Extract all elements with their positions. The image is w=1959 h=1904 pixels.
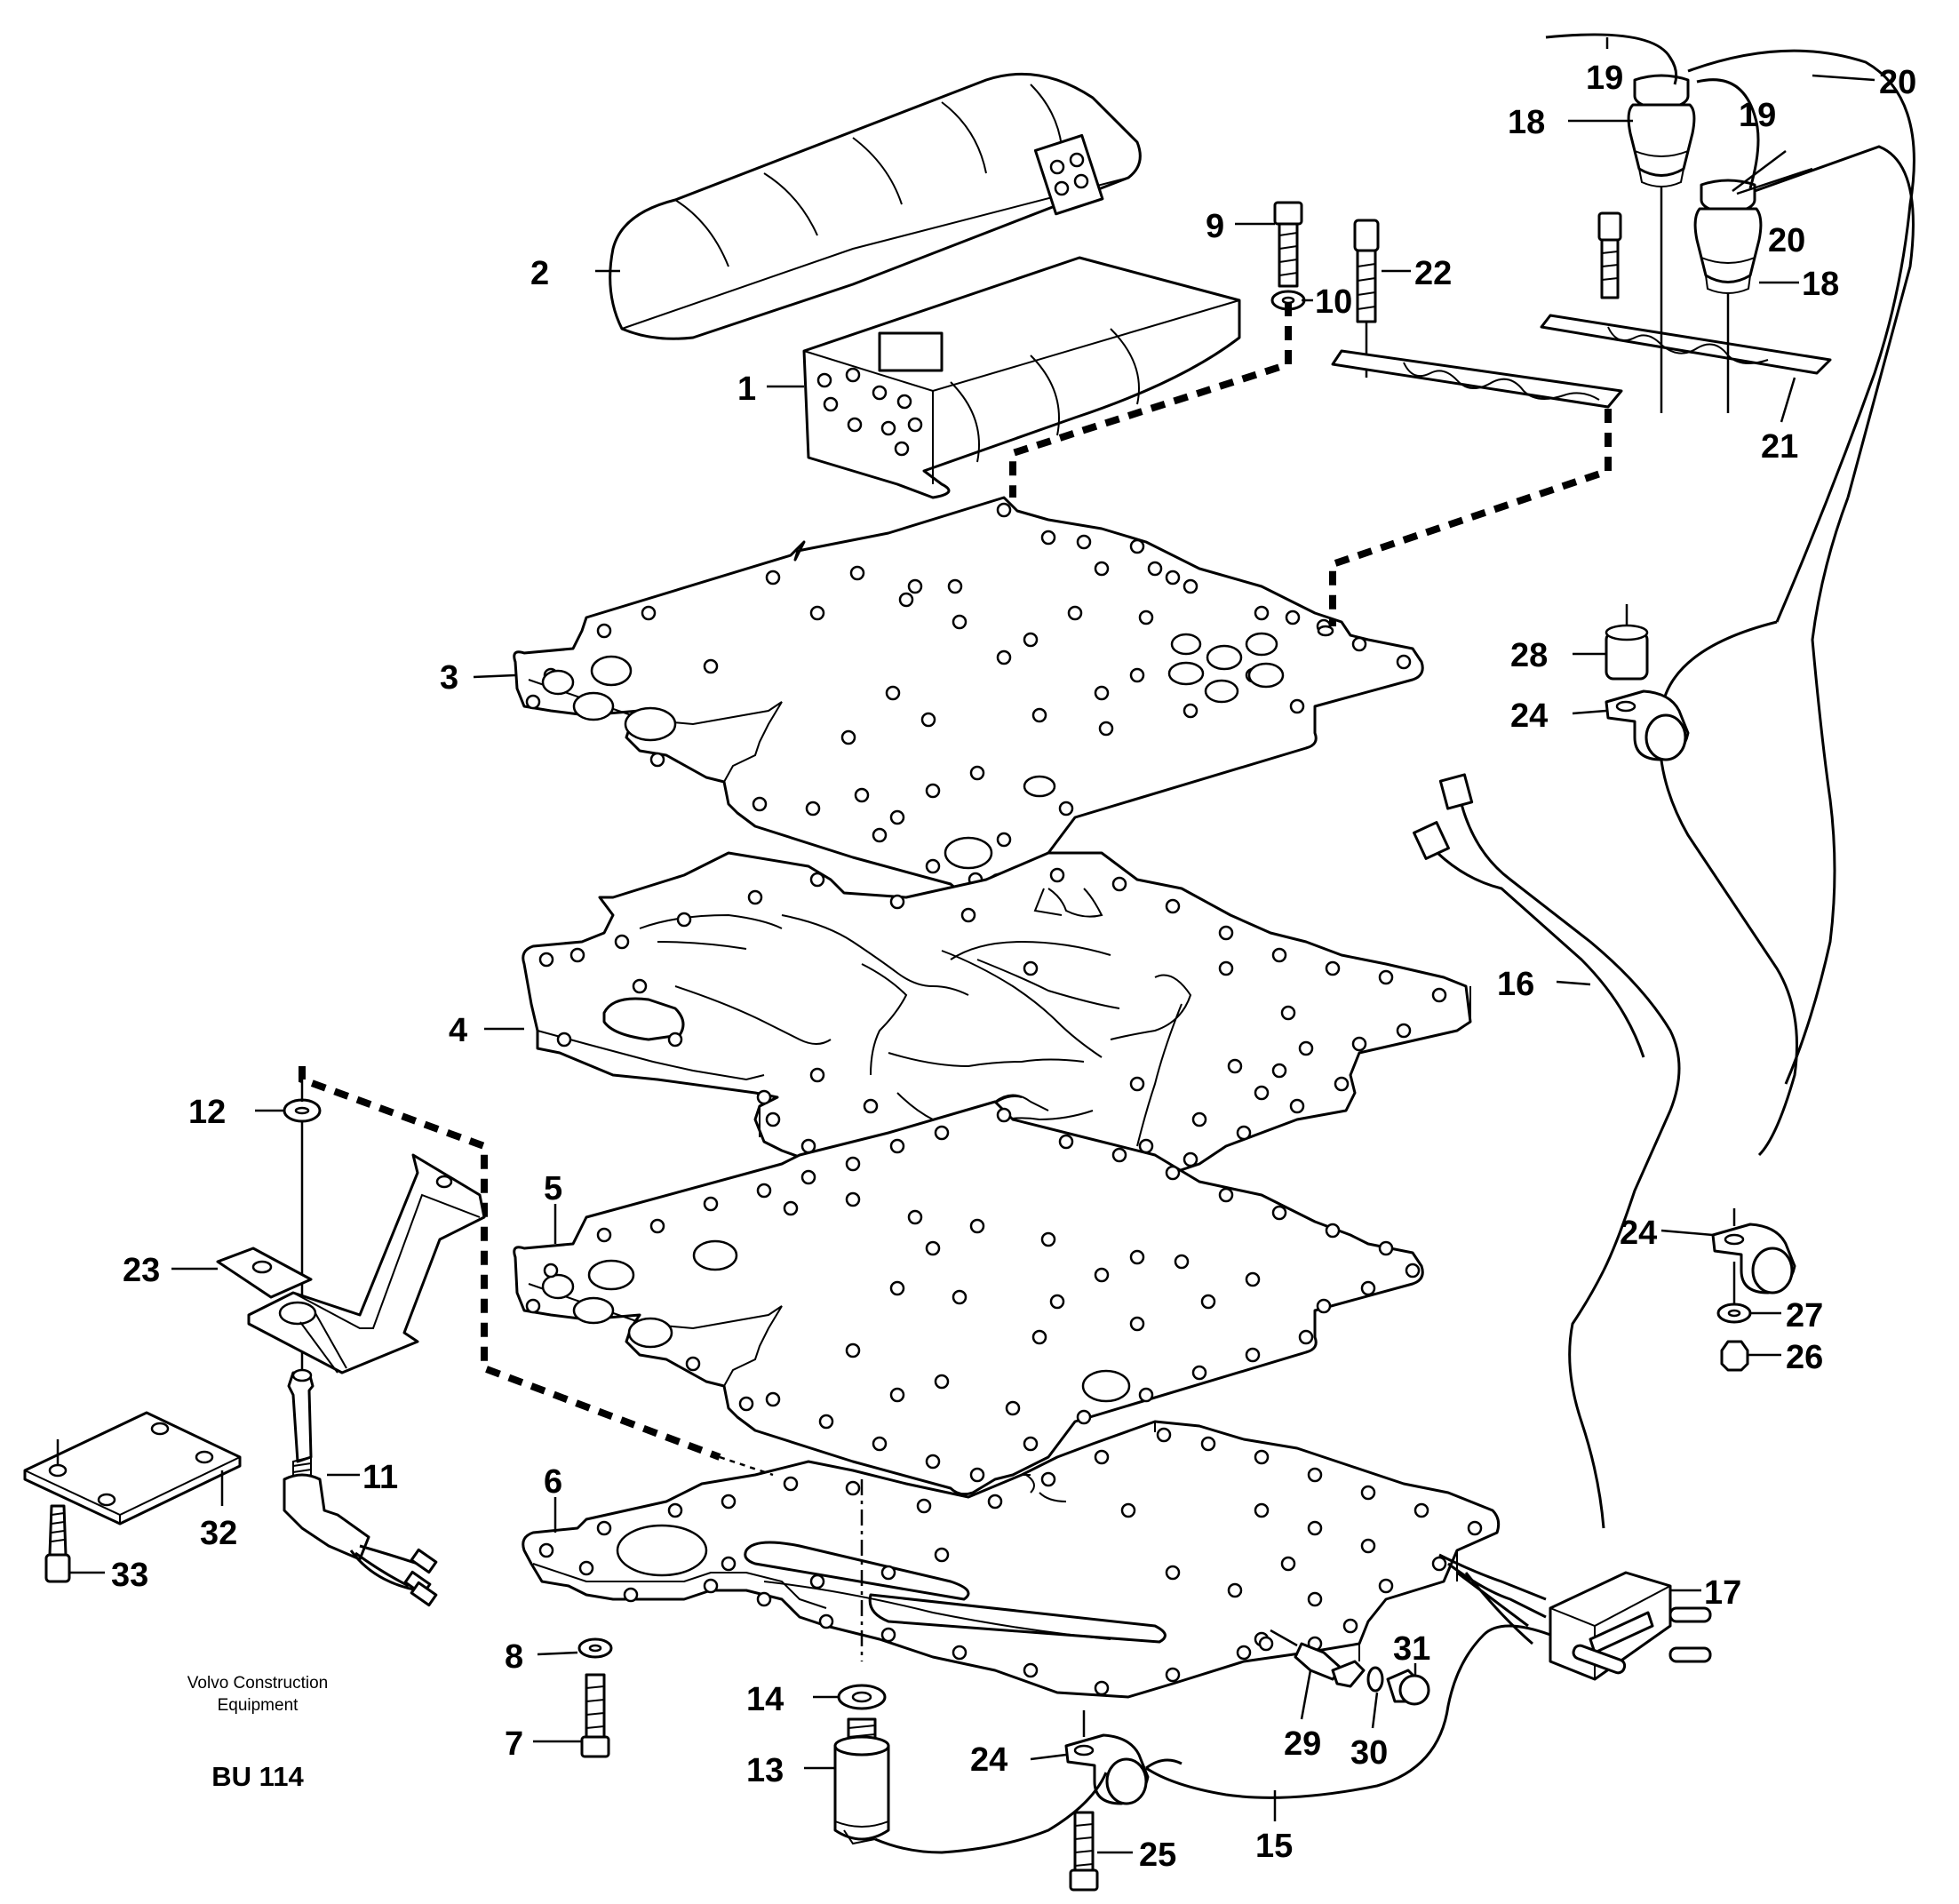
- callout-30: 30: [1350, 1734, 1388, 1772]
- callout-1: 1: [737, 370, 756, 408]
- part-21-gasket: [1540, 211, 1832, 375]
- callout-29: 29: [1284, 1725, 1321, 1763]
- callout-31: 31: [1393, 1630, 1430, 1668]
- part-5-plate: [513, 1100, 1424, 1496]
- callout-12: 12: [188, 1094, 226, 1131]
- callout-20-lower: 20: [1768, 222, 1805, 259]
- leader-lines: [69, 37, 1875, 1854]
- part-11-sensor: [283, 1368, 438, 1607]
- part-18-sensor-upper: [1627, 74, 1696, 413]
- part-2-cover: [609, 72, 1142, 340]
- part-29-connector: [1270, 1629, 1366, 1688]
- callout-24-middle: 24: [1620, 1215, 1657, 1252]
- cable-15: [874, 1758, 1183, 1854]
- callout-21: 21: [1761, 428, 1798, 466]
- part-14-washer: [837, 1684, 887, 1710]
- part-26-nut: [1720, 1340, 1749, 1372]
- credit-line-1: Volvo Construction: [187, 1674, 328, 1693]
- part-24-clamp-upper: [1605, 689, 1690, 761]
- part-24-clamp-lower: [1064, 1710, 1150, 1805]
- callout-19-lower: 19: [1739, 97, 1776, 134]
- callout-19-upper: 19: [1586, 60, 1623, 97]
- credit-line-2: Equipment: [218, 1696, 299, 1715]
- callout-18-lower: 18: [1802, 266, 1839, 303]
- part-22-bolt: [1353, 219, 1380, 378]
- bracket: [247, 1153, 486, 1374]
- callout-13: 13: [746, 1752, 784, 1789]
- part-32-plate: [23, 1411, 242, 1526]
- part-16-wiring: [1413, 773, 1681, 1529]
- callout-9: 9: [1206, 208, 1224, 245]
- callout-32: 32: [200, 1515, 237, 1552]
- part-33-bolt: [44, 1504, 71, 1583]
- part-24-clamp-middle: [1711, 1208, 1796, 1306]
- part-18-sensor-lower: [1693, 179, 1763, 413]
- part-31-plug: [1386, 1669, 1430, 1706]
- callout-24-lower: 24: [970, 1741, 1007, 1779]
- part-8-washer: [577, 1637, 613, 1659]
- part-1-valve-block: [802, 256, 1241, 499]
- part-28-spacer: [1605, 604, 1649, 681]
- part-30-ring: [1366, 1666, 1384, 1693]
- callout-7: 7: [505, 1725, 523, 1763]
- callout-10: 10: [1315, 283, 1352, 321]
- callout-6: 6: [544, 1463, 562, 1501]
- callout-4: 4: [449, 1012, 467, 1049]
- callout-23: 23: [123, 1252, 160, 1289]
- callout-24-upper: 24: [1510, 697, 1548, 735]
- callout-2: 2: [530, 255, 549, 292]
- part-9-bolt: [1273, 201, 1303, 288]
- callout-16: 16: [1497, 966, 1534, 1003]
- callout-25: 25: [1139, 1836, 1176, 1874]
- callout-labels: 1 2 3 4 5 6 7 8 9 10 11 12 13 14 15 16 1…: [111, 60, 1916, 1874]
- part-7-bolt: [580, 1673, 610, 1758]
- callout-14: 14: [746, 1681, 784, 1718]
- callout-27: 27: [1786, 1297, 1823, 1334]
- callout-8: 8: [505, 1638, 523, 1676]
- callout-20-upper: 20: [1879, 64, 1916, 101]
- callout-18-upper: 18: [1508, 104, 1545, 141]
- callout-33: 33: [111, 1557, 148, 1594]
- callout-26: 26: [1786, 1339, 1823, 1376]
- part-23-plate: [216, 1247, 313, 1299]
- part-27-washer: [1716, 1303, 1752, 1324]
- callout-17: 17: [1704, 1574, 1741, 1612]
- part-6-plate: [522, 1420, 1501, 1699]
- credit-block: Volvo Construction Equipment BU 114: [187, 1674, 328, 1792]
- credit-code: BU 114: [211, 1761, 304, 1792]
- callout-28: 28: [1510, 637, 1548, 674]
- callout-22: 22: [1414, 255, 1452, 292]
- callout-11: 11: [362, 1459, 398, 1496]
- cable-19-20: [1545, 33, 1915, 1157]
- callout-3: 3: [440, 659, 458, 697]
- part-3-plate: [513, 496, 1424, 892]
- part-25-bolt: [1069, 1811, 1099, 1892]
- callout-15: 15: [1255, 1828, 1293, 1865]
- part-gasket-upper: [1331, 349, 1623, 409]
- callout-5: 5: [544, 1170, 562, 1207]
- part-13-sensor: [833, 1717, 890, 1845]
- part-17-connector: [1145, 1553, 1712, 1799]
